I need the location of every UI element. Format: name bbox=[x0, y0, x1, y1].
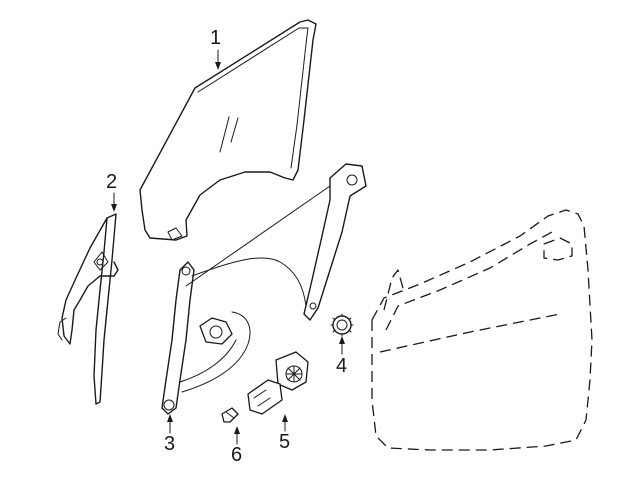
callout-4: 4 bbox=[336, 336, 347, 377]
motor-part[interactable] bbox=[247, 351, 309, 415]
door-glass-part[interactable] bbox=[139, 19, 317, 241]
svg-text:1: 1 bbox=[210, 27, 221, 49]
gear-part[interactable] bbox=[330, 313, 354, 337]
callout-5: 5 bbox=[279, 414, 290, 453]
svg-text:2: 2 bbox=[106, 171, 117, 193]
svg-text:6: 6 bbox=[231, 444, 242, 466]
door-outline bbox=[371, 209, 593, 451]
clip-part[interactable] bbox=[221, 407, 239, 423]
svg-text:5: 5 bbox=[279, 431, 290, 453]
svg-text:3: 3 bbox=[164, 433, 175, 455]
callout-1: 1 bbox=[210, 27, 221, 70]
callout-3: 3 bbox=[164, 414, 175, 455]
callout-6: 6 bbox=[231, 426, 242, 466]
rear-channel-part[interactable] bbox=[57, 213, 119, 405]
window-regulator-part[interactable] bbox=[161, 163, 367, 415]
callout-2: 2 bbox=[106, 171, 117, 212]
svg-text:4: 4 bbox=[336, 355, 347, 377]
